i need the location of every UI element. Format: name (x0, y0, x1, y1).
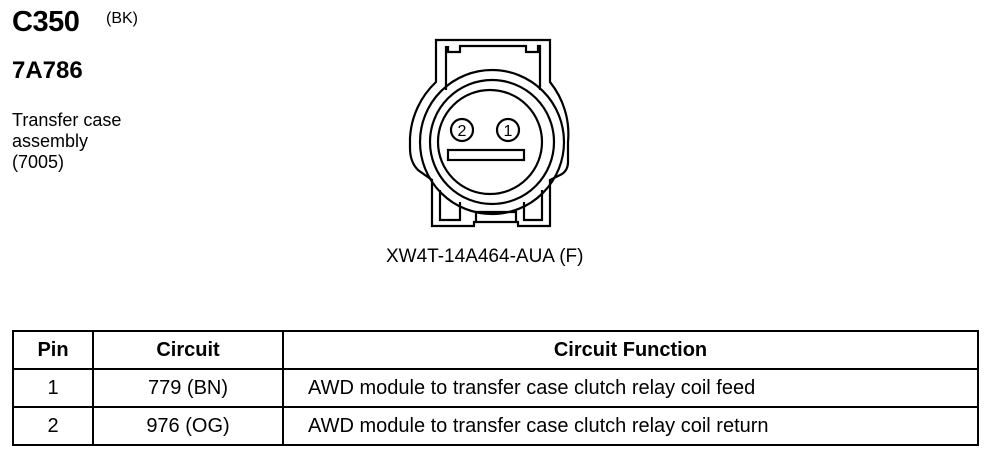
component-description: Transfer case assembly (7005) (12, 110, 121, 173)
connector-face-diagram: 2 1 (408, 38, 570, 228)
connector-inner-ring (428, 78, 556, 206)
color-code: (BK) (106, 10, 138, 27)
connector-code: XW4T-14A464-AUA (F) (386, 246, 584, 267)
connector-outer-ring (418, 68, 566, 216)
cell-function: AWD module to transfer case clutch relay… (282, 368, 979, 408)
header-circuit: Circuit (92, 330, 284, 370)
connector-face (436, 88, 544, 196)
header-function: Circuit Function (282, 330, 979, 370)
center-key (474, 210, 518, 222)
pin-label-2: 2 (458, 123, 467, 140)
cell-pin: 1 (12, 368, 94, 408)
locking-tab-left (438, 190, 462, 222)
pin-label-1: 1 (504, 123, 513, 140)
connector-housing-outline (408, 38, 570, 228)
cell-pin: 2 (12, 406, 94, 446)
cell-function: AWD module to transfer case clutch relay… (282, 406, 979, 446)
locking-tab-right (522, 190, 544, 222)
pin-cavity-1 (495, 117, 521, 143)
cell-circuit: 779 (BN) (92, 368, 284, 408)
description-line: (7005) (12, 152, 65, 172)
pin-table: Pin Circuit Circuit Function 1 779 (BN) … (12, 330, 979, 446)
pin-cavity-2 (449, 117, 475, 143)
part-number: 7A786 (12, 57, 83, 84)
cell-circuit: 976 (OG) (92, 406, 284, 446)
latch-outline (446, 44, 542, 90)
table-header-row: Pin Circuit Circuit Function (12, 330, 979, 370)
table-row: 1 779 (BN) AWD module to transfer case c… (12, 368, 979, 408)
description-line: assembly (12, 131, 89, 151)
description-line: Transfer case (12, 110, 122, 130)
header-pin: Pin (12, 330, 94, 370)
key-slot (446, 148, 526, 162)
table-row: 2 976 (OG) AWD module to transfer case c… (12, 406, 979, 446)
connector-id: C350 (12, 6, 80, 38)
